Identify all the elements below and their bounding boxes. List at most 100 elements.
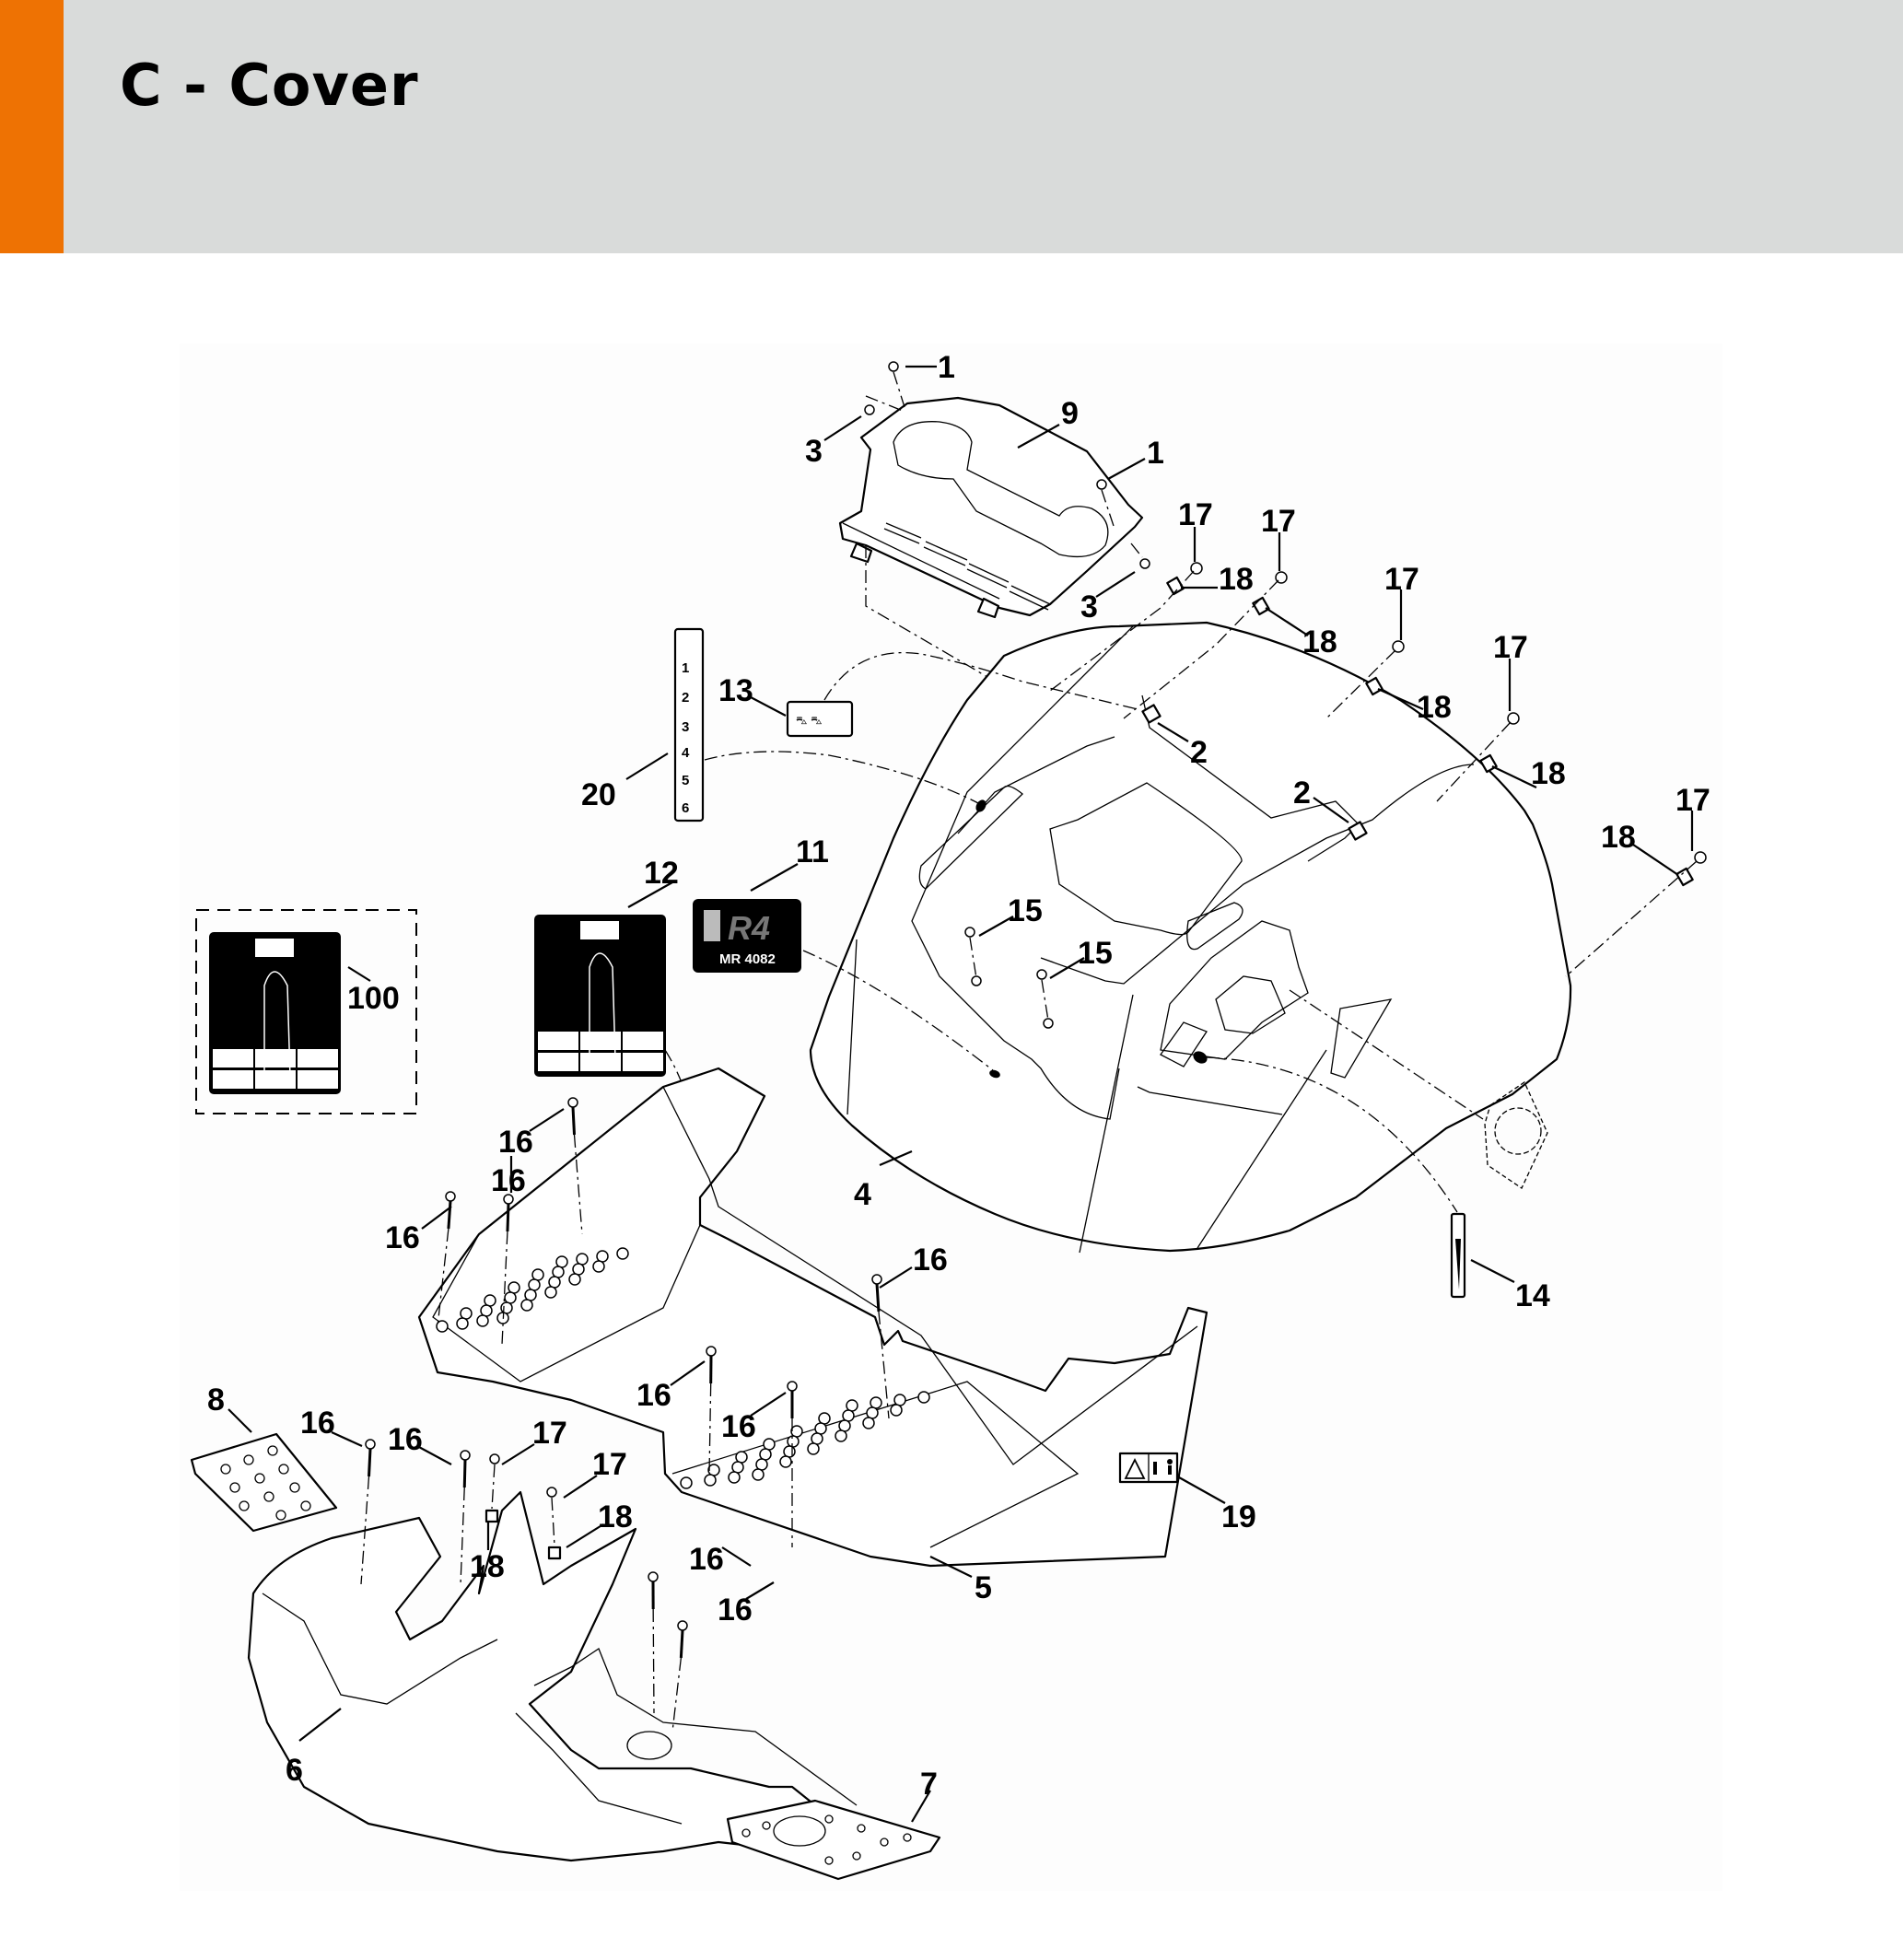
assembly-line [573,1134,583,1235]
tread-hole [893,1394,906,1406]
callout-16: 16 [721,1409,756,1444]
part-7-foot-plate[interactable] [726,1799,941,1881]
decal-14-fuel-level[interactable] [1206,1056,1466,1299]
tread-hole [544,1286,557,1299]
bolt-head [871,1274,882,1285]
tread-hole [592,1260,605,1273]
tread-hole [866,1406,879,1419]
screw-1-right[interactable] [1096,479,1115,530]
height-1: 1 [682,660,689,676]
bolt-head [567,1097,578,1108]
bolt-head [706,1346,717,1357]
tread-hole [552,1266,565,1278]
callout-12: 12 [644,856,679,891]
assembly-line [460,1487,465,1585]
badge-logo: R4 [728,909,770,947]
clip-2-b[interactable] [1348,821,1368,841]
callout-4: 4 [854,1177,871,1212]
clip-2-a[interactable] [1141,704,1162,724]
tread-hole [704,1474,717,1487]
tread-hole [728,1471,741,1484]
part-4-main-cover[interactable] [809,621,1572,1254]
page-header: C - Cover [0,0,1903,253]
decal-11-model-badge[interactable]: R4 MR 4082 [693,899,994,1071]
bolt-shank [447,1200,452,1230]
bolt-shank [368,1448,372,1477]
decal-12-safety-sticker[interactable] [534,915,731,1335]
tread-hole [520,1299,533,1312]
callout-18: 18 [1417,690,1452,725]
nut-3-right[interactable] [1130,542,1150,569]
tread-hole [596,1250,609,1263]
tread-hole [870,1396,882,1409]
callout-17: 17 [1493,630,1528,665]
assembly-line [708,1382,712,1475]
screw-15-b[interactable] [1036,969,1054,1029]
assembly-line [652,1608,655,1714]
bolt-head [460,1450,471,1461]
assembly-line [671,1657,682,1732]
height-5: 5 [682,773,689,788]
tread-hole [838,1419,851,1432]
bolt-head [445,1191,456,1202]
tread-hole [779,1455,792,1468]
bolt-shank [571,1106,576,1136]
callout-11: 11 [796,834,829,869]
tread-hole [680,1476,693,1489]
part-9-console-tray[interactable] [838,396,1144,619]
bolt-head [365,1439,376,1450]
tread-hole [763,1438,776,1451]
assembly-line [878,1311,890,1419]
bolt-set-16[interactable] [360,1097,890,1732]
callout-17: 17 [1261,504,1296,539]
control-panel-recess [1137,920,1393,1115]
fastener-set-17-18[interactable] [1049,562,1707,977]
decal-100-optional-sticker[interactable] [195,909,417,1114]
nut-3-left[interactable] [864,395,904,415]
callout-17: 17 [592,1447,627,1482]
tread-hole [790,1425,803,1438]
part-6-front-cover[interactable] [247,1490,863,1862]
tread-hole [807,1442,820,1455]
assembly-line [501,1231,508,1346]
callout-16: 16 [689,1542,724,1577]
tread-hole [917,1391,930,1404]
tread-hole [842,1409,855,1422]
decal-19-warning[interactable] [1118,1452,1179,1484]
badge-model: MR 4082 [719,951,776,967]
callout-18: 18 [598,1499,633,1534]
tread-hole [524,1289,537,1301]
tread-hole [484,1294,496,1307]
screw-15-a[interactable] [964,927,982,986]
callout-16: 16 [491,1163,526,1198]
tread-hole [572,1263,585,1276]
height-6: 6 [682,800,689,816]
callout-5: 5 [975,1570,992,1605]
callout-3: 3 [1080,589,1098,624]
screw-1-top[interactable] [888,361,905,408]
bolt-shank [875,1283,881,1312]
callout-14: 14 [1515,1278,1550,1313]
callout-20: 20 [581,777,616,812]
callout-17: 17 [1384,562,1419,597]
leader-lines [228,365,1694,1823]
tread-hole [731,1461,744,1474]
part-8-foot-plate[interactable] [190,1432,338,1533]
fastener-set-17-18-lower[interactable] [485,1453,562,1560]
callout-16: 16 [385,1220,420,1255]
callout-13: 13 [718,673,753,708]
callout-17: 17 [532,1416,567,1451]
callout-2: 2 [1190,735,1208,770]
decal-20-height-scale[interactable]: 1 2 3 4 5 6 [673,627,979,822]
tread-hole [456,1317,469,1330]
tread-hole [707,1464,720,1476]
callout-6: 6 [286,1753,303,1788]
fuel-cap-surround[interactable] [1289,989,1548,1189]
bolt-head [503,1194,514,1205]
tread-hole [814,1422,827,1435]
part-5-floor-pan[interactable] [417,1067,1208,1568]
decal-13-warning[interactable]: ⛍ ⛍ [786,651,1138,738]
tread-hole [787,1435,800,1448]
callout-16: 16 [498,1125,533,1160]
